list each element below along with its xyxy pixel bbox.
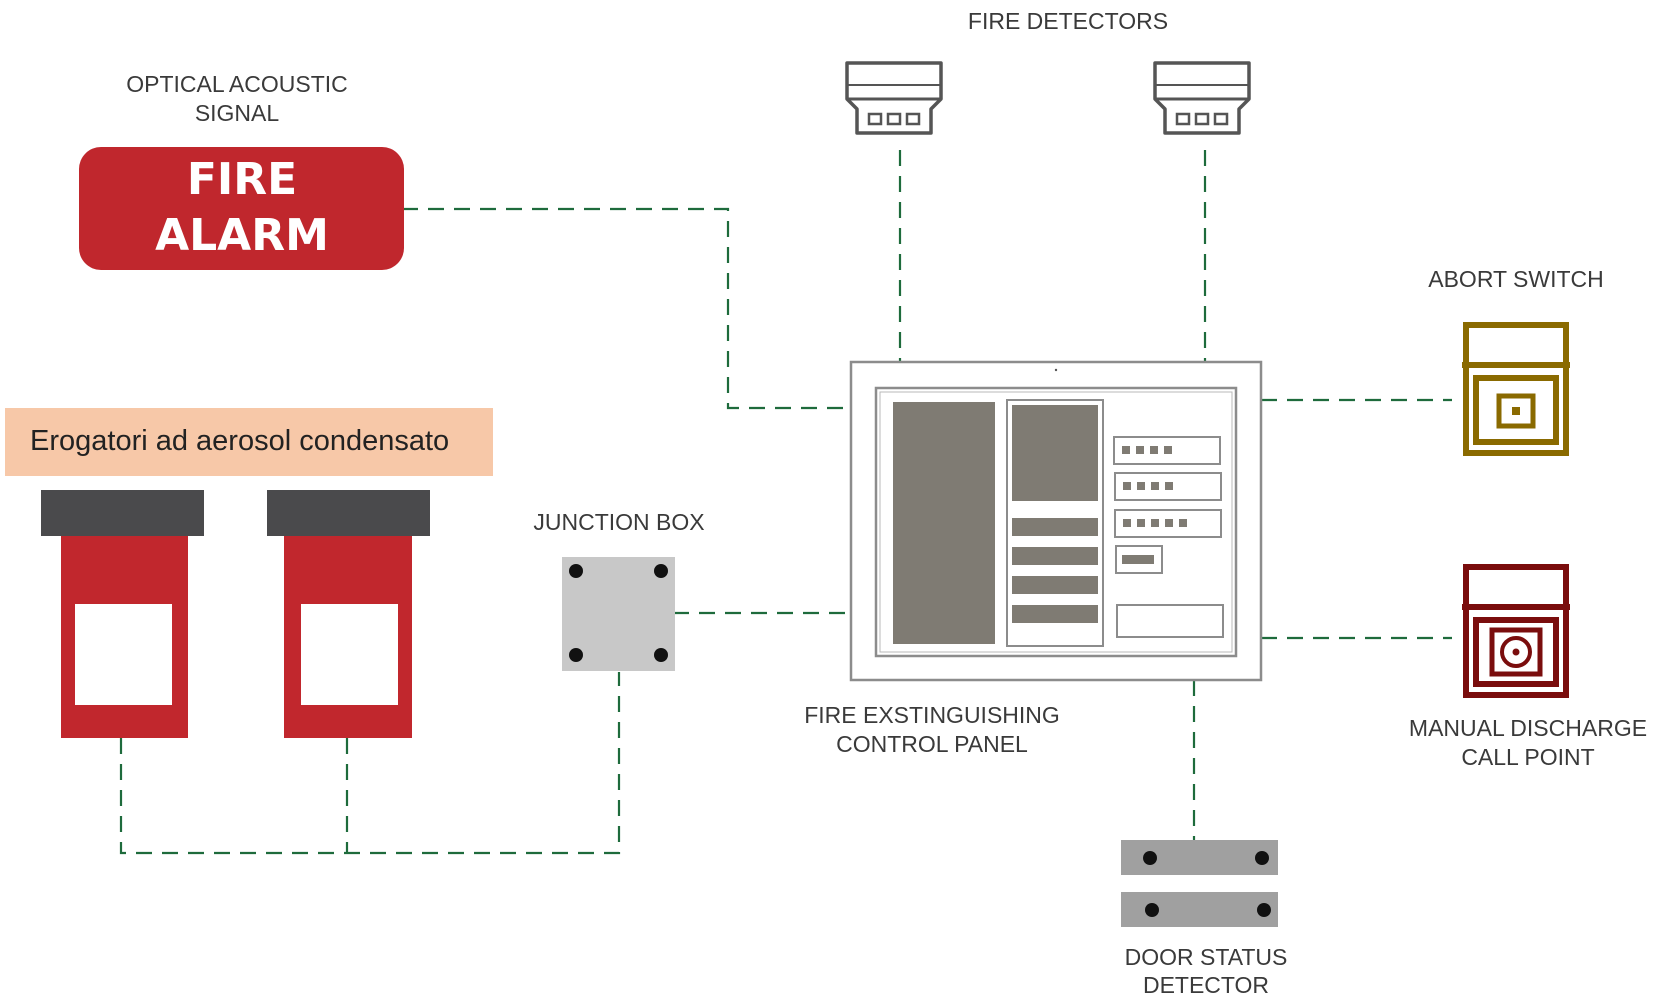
fire-detector-icon	[845, 61, 943, 135]
optical-acoustic-signal: OPTICAL ACOUSTIC SIGNAL FIRE ALARM	[79, 71, 404, 270]
wiring	[119, 150, 1452, 855]
door-label-line2: DETECTOR	[1143, 972, 1269, 995]
door-status-detector: DOOR STATUS DETECTOR	[1121, 840, 1287, 995]
wire-generators-to-junction	[119, 672, 621, 855]
junction-box-label: JUNCTION BOX	[533, 509, 704, 535]
fire-detectors: FIRE DETECTORS	[845, 8, 1251, 135]
control-panel: FIRE EXSTINGUISHING CONTROL PANEL	[804, 360, 1263, 757]
junction-box: JUNCTION BOX	[533, 509, 705, 671]
fire-detectors-label: FIRE DETECTORS	[968, 8, 1168, 34]
optical-label-line2: SIGNAL	[195, 100, 280, 126]
abort-switch: ABORT SWITCH	[1428, 266, 1604, 456]
junction-box-icon	[562, 557, 675, 671]
aerosol-generator-icon	[41, 490, 204, 738]
fire-detector-icon	[1153, 61, 1251, 135]
fire-alarm-line2: ALARM	[155, 210, 329, 261]
control-panel-label-line2: CONTROL PANEL	[836, 731, 1028, 757]
control-panel-icon	[849, 360, 1263, 682]
manual-label-line1: MANUAL DISCHARGE	[1409, 715, 1647, 741]
door-label-line1: DOOR STATUS	[1125, 944, 1288, 970]
wire-alarm-to-panel	[402, 207, 850, 410]
banner-text: Erogatori ad aerosol condensato	[30, 425, 449, 457]
door-status-detector-icon	[1121, 840, 1278, 927]
optical-label-line1: OPTICAL ACOUSTIC	[126, 71, 348, 97]
fire-alarm-sign	[79, 147, 404, 270]
manual-discharge-call-point: MANUAL DISCHARGE CALL POINT	[1409, 564, 1647, 770]
fire-alarm-line1: FIRE	[187, 154, 297, 205]
abort-switch-icon	[1462, 322, 1570, 456]
control-panel-label-line1: FIRE EXSTINGUISHING	[804, 702, 1060, 728]
banner-background	[5, 408, 493, 476]
aerosol-generators: Erogatori ad aerosol condensato	[5, 408, 493, 738]
abort-switch-label: ABORT SWITCH	[1428, 266, 1604, 292]
aerosol-generator-icon	[267, 490, 430, 738]
manual-label-line2: CALL POINT	[1461, 744, 1594, 770]
manual-call-point-icon	[1462, 564, 1570, 698]
